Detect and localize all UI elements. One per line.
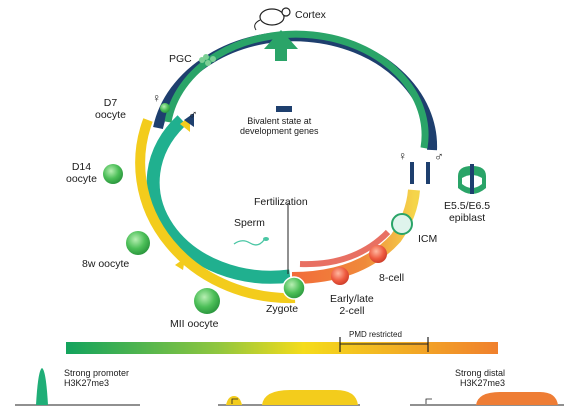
pgc-label: PGC xyxy=(169,53,192,65)
d7-oocyte-label: D7 oocyte xyxy=(95,97,126,122)
female-symbol-embryo: ♀ xyxy=(398,149,407,163)
mii-oocyte-label: MII oocyte xyxy=(170,318,219,330)
methylation-gradient-bar xyxy=(66,342,498,354)
strong-promoter-label: Strong promoter H3K27me3 xyxy=(64,368,130,389)
pgc-cell-4 xyxy=(203,54,209,60)
d14-oocyte-label: D14 oocyte xyxy=(66,161,97,186)
yellow-oocyte-arc xyxy=(135,118,296,304)
d7-oocyte-cell xyxy=(160,103,170,113)
mouse-head xyxy=(281,7,291,17)
8-cell-cell xyxy=(369,245,387,263)
fertilization-label: Fertilization xyxy=(254,196,308,208)
strong-distal-label: Strong distal H3K27me3 xyxy=(455,368,506,389)
outer-green-arc xyxy=(164,30,429,149)
2-cell-cell xyxy=(331,267,349,285)
mouse-body xyxy=(259,8,285,26)
female-symbol-oocyte: ♀ xyxy=(152,91,161,105)
right-navy-stripe-1 xyxy=(410,162,414,184)
epiblast-label: E5.5/E6.5 epiblast xyxy=(444,200,491,225)
inner-teal-arc xyxy=(146,115,291,284)
bivalent-legend-label: Bivalent state at development genes xyxy=(240,116,319,137)
pgc-cell-2 xyxy=(205,60,211,66)
navy-arrow-marker xyxy=(184,113,194,127)
middle-small-peak xyxy=(226,396,242,405)
lower-orange-arc xyxy=(291,189,420,284)
sperm-tail xyxy=(233,239,265,246)
right-navy-stripe-2 xyxy=(426,162,430,184)
zygote-label: Zygote xyxy=(266,303,299,315)
mii-oocyte-cell xyxy=(194,288,220,314)
middle-broad-domain xyxy=(262,390,358,405)
male-symbol-pgc: ♂ xyxy=(188,107,198,122)
bivalent-legend-swatch xyxy=(276,106,292,112)
distal-broad-domain xyxy=(476,392,558,405)
icm-label: ICM xyxy=(418,233,438,245)
promoter-peak xyxy=(36,368,48,405)
cortex-arrow-stem xyxy=(275,47,287,61)
epiblast-navy-band xyxy=(470,164,474,194)
icm-cell xyxy=(391,213,413,235)
tss-arrow-mid xyxy=(231,398,238,404)
pmd-restricted-label: PMD restricted xyxy=(349,330,402,339)
2-cell-label: Early/late 2-cell xyxy=(330,293,374,318)
male-symbol-embryo: ♂ xyxy=(434,149,444,164)
cortex-label: Cortex xyxy=(295,9,326,21)
sperm-head xyxy=(263,237,269,241)
tss-arrow-right xyxy=(425,398,432,404)
d14-oocyte-cell xyxy=(103,164,123,184)
pgc-cell-3 xyxy=(210,56,216,62)
sperm-label: Sperm xyxy=(234,217,265,229)
8w-oocyte-cell xyxy=(126,231,150,255)
zygote-cell xyxy=(282,276,306,300)
8-cell-label: 8-cell xyxy=(379,272,405,284)
8w-oocyte-label: 8w oocyte xyxy=(82,258,130,270)
lower-red-band xyxy=(299,229,391,268)
cortex-arrow-head xyxy=(264,30,298,49)
yellow-lower-arrow xyxy=(175,258,185,270)
mouse-tail xyxy=(254,19,261,31)
